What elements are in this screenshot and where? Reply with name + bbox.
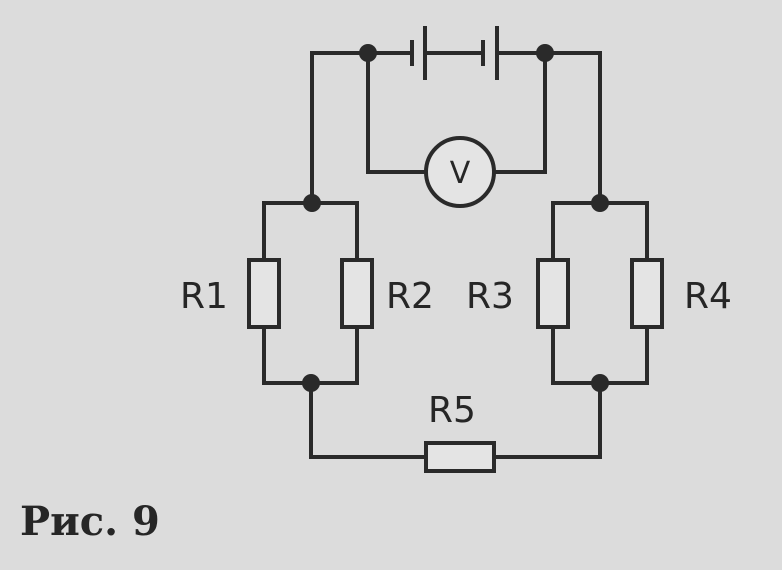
voltmeter-label: V <box>450 156 471 191</box>
wire-voltmeter-right <box>492 51 547 174</box>
resistor-r1 <box>247 258 281 329</box>
junction-node-left-lower <box>302 374 320 392</box>
r2-label: R2 <box>386 276 434 317</box>
voltmeter-symbol <box>424 136 496 208</box>
resistor-r3 <box>536 258 570 329</box>
junction-node-right-upper <box>591 194 609 212</box>
junction-node-top-right <box>536 44 554 62</box>
junction-node-top-left <box>359 44 377 62</box>
wire-top-right <box>495 51 602 205</box>
resistor-r5 <box>424 441 496 473</box>
wire-top-left <box>310 51 414 205</box>
r1-label: R1 <box>180 276 228 317</box>
r5-label: R5 <box>428 390 476 431</box>
wire-voltmeter-left <box>366 51 428 174</box>
resistor-r4 <box>630 258 664 329</box>
junction-node-right-lower <box>591 374 609 392</box>
r4-label: R4 <box>684 276 732 317</box>
junction-node-left-upper <box>303 194 321 212</box>
figure-caption: Рис. 9 <box>20 498 160 545</box>
r3-label: R3 <box>466 276 514 317</box>
wire-bottom-left <box>309 381 428 459</box>
resistor-r2 <box>340 258 374 329</box>
wire-bottom-right <box>492 381 602 459</box>
battery-symbol <box>410 26 499 80</box>
